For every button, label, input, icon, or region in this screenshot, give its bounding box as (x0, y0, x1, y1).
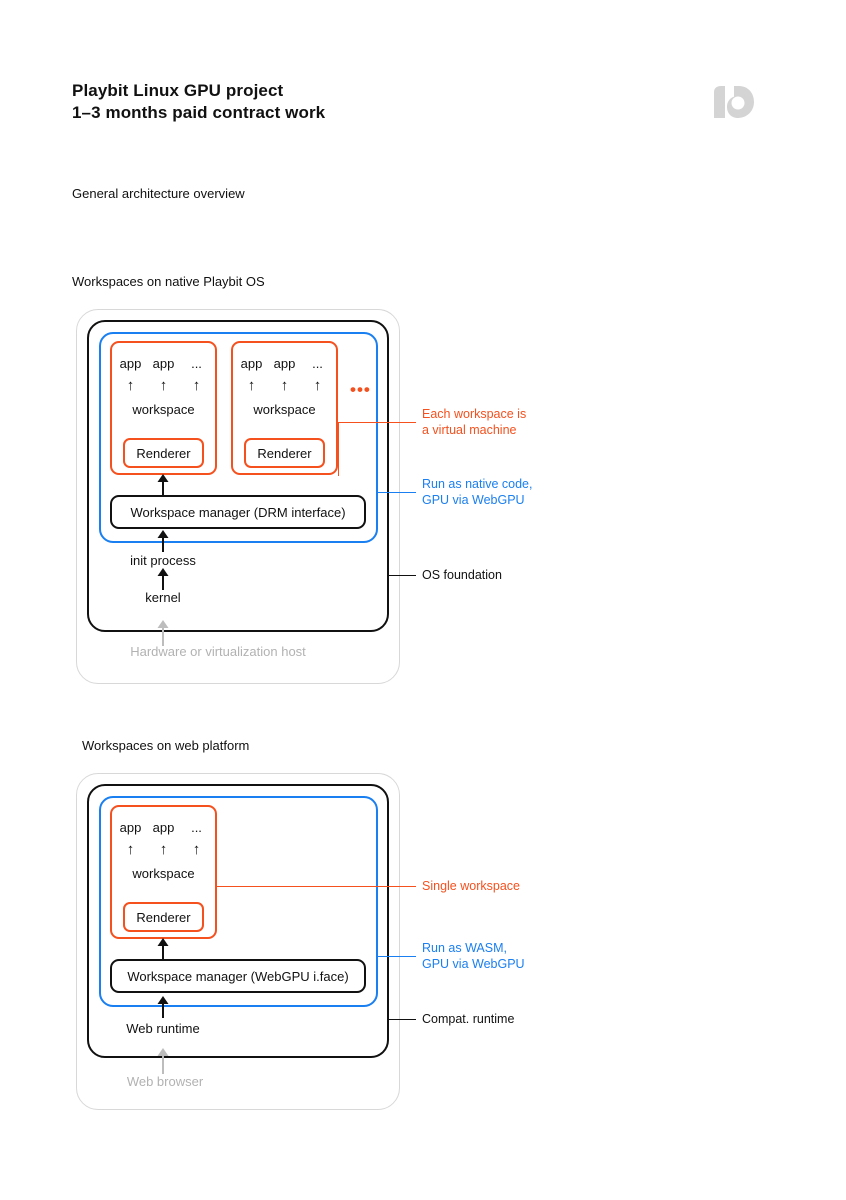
web-runtime-frame (99, 796, 378, 1007)
native-leader-blue (378, 492, 416, 493)
web-workspace-manager: Workspace manager (WebGPU i.face) (110, 959, 366, 993)
web-leader-blue (378, 956, 416, 957)
workspace-label: workspace (132, 402, 195, 417)
workspace-label: workspace (253, 402, 316, 417)
native-workspace-1-apps: app app ... ↑ ↑ ↑ workspace (110, 356, 217, 417)
native-os-frame (87, 320, 389, 632)
up-arrow-icon: ↑ (192, 841, 201, 858)
app-label: app (273, 356, 296, 371)
web-workspace-1-apps: app app ... ↑ ↑ ↑ workspace (110, 820, 217, 881)
web-leader-orange (217, 886, 416, 887)
native-arrow-host-to-kernel (155, 620, 171, 646)
web-annotation-compat: Compat. runtime (422, 1012, 515, 1026)
web-annotation-runtime: Run as WASM, GPU via WebGPU (422, 941, 525, 971)
up-arrow-icon: ↑ (313, 377, 322, 394)
up-arrow-icon: ↑ (192, 377, 201, 394)
app-label: app (119, 356, 142, 371)
native-runtime-frame (99, 332, 378, 543)
native-arrow-ws-to-manager (155, 474, 171, 498)
web-stack-runtime: Web runtime (126, 1021, 200, 1036)
native-arrow-init-to-manager (155, 530, 171, 552)
native-annotation-foundation: OS foundation (422, 568, 502, 582)
native-workspace-manager: Workspace manager (DRM interface) (110, 495, 366, 529)
web-renderer-1: Renderer (123, 902, 204, 932)
web-leader-black (389, 1019, 416, 1020)
web-annotation-workspace: Single workspace (422, 879, 520, 893)
workspace-label: workspace (132, 866, 195, 881)
section-heading: General architecture overview (72, 186, 245, 201)
web-arrow-browser-to-runtime (155, 1048, 171, 1074)
native-leader-orange-vert (338, 422, 339, 476)
web-browser-frame (76, 773, 400, 1110)
up-arrow-icon: ↑ (159, 377, 168, 394)
native-workspace-2 (231, 341, 338, 475)
native-leader-orange (338, 422, 416, 423)
native-arrow-kernel-to-init (155, 568, 171, 590)
native-host-frame (76, 309, 400, 684)
native-stack-init: init process (130, 553, 196, 568)
native-renderer-2: Renderer (244, 438, 325, 468)
native-workspace-1 (110, 341, 217, 475)
native-stack-kernel: kernel (145, 590, 181, 605)
native-annotation-runtime: Run as native code, GPU via WebGPU (422, 477, 533, 507)
app-label: app (152, 356, 175, 371)
native-leader-black (389, 575, 416, 576)
page-title: Playbit Linux GPU project 1–3 months pai… (72, 81, 326, 122)
native-workspace-2-apps: app app ... ↑ ↑ ↑ workspace (231, 356, 338, 417)
app-label: app (152, 820, 175, 835)
up-arrow-icon: ↑ (280, 377, 289, 394)
app-ellipsis: ... (312, 356, 323, 371)
native-more-workspaces: ••• (350, 380, 371, 399)
up-arrow-icon: ↑ (126, 377, 135, 394)
app-label: app (240, 356, 263, 371)
web-compat-frame (87, 784, 389, 1058)
native-annotation-workspace: Each workspace is a virtual machine (422, 407, 527, 437)
playbit-logo-icon (712, 84, 756, 120)
web-workspace-1 (110, 805, 217, 939)
web-arrow-ws-to-manager (155, 938, 171, 962)
web-arrow-runtime-to-manager (155, 996, 171, 1018)
diagram-caption-web: Workspaces on web platform (82, 738, 250, 753)
up-arrow-icon: ↑ (247, 377, 256, 394)
native-host-label: Hardware or virtualization host (130, 644, 306, 659)
web-browser-label: Web browser (126, 1074, 204, 1089)
diagram-caption-native: Workspaces on native Playbit OS (72, 274, 265, 289)
app-label: app (119, 820, 142, 835)
up-arrow-icon: ↑ (159, 841, 168, 858)
native-renderer-1: Renderer (123, 438, 204, 468)
app-ellipsis: ... (191, 356, 202, 371)
up-arrow-icon: ↑ (126, 841, 135, 858)
app-ellipsis: ... (191, 820, 202, 835)
